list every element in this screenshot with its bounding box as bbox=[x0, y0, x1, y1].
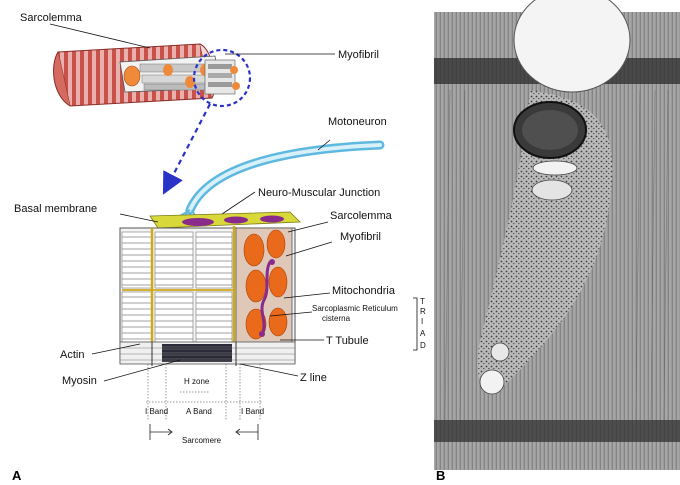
label-i-band-right: I Band bbox=[241, 407, 264, 416]
triad-letter-a: A bbox=[420, 329, 426, 338]
label-cisterna: cisterna bbox=[322, 314, 351, 323]
panel-b-micrograph: B bbox=[434, 0, 680, 483]
sarcomere-block bbox=[120, 212, 300, 366]
label-a-band: A Band bbox=[186, 407, 212, 416]
triad-letter-i: I bbox=[421, 317, 423, 326]
label-basal-membrane: Basal membrane bbox=[14, 203, 97, 215]
label-t-tubule: T Tubule bbox=[326, 335, 369, 347]
label-z-line: Z line bbox=[300, 372, 327, 384]
label-myofibril-top: Myofibril bbox=[338, 49, 379, 61]
label-sarcomere: Sarcomere bbox=[182, 436, 222, 445]
label-sarcoplasmic-reticulum: Sarcoplasmic Reticulum bbox=[312, 304, 398, 313]
triad-letter-d: D bbox=[420, 341, 426, 350]
panel-letter-a: A bbox=[12, 468, 22, 483]
triad-letter-t: T bbox=[420, 297, 425, 306]
label-myosin: Myosin bbox=[62, 375, 97, 387]
label-actin: Actin bbox=[60, 349, 84, 361]
label-motoneuron: Motoneuron bbox=[328, 116, 387, 128]
zoom-arrow bbox=[168, 104, 210, 185]
muscle-fiber-cylinder bbox=[54, 44, 250, 106]
label-sarcolemma: Sarcolemma bbox=[330, 210, 393, 222]
triad-letter-r: R bbox=[420, 307, 426, 316]
label-mitochondria: Mitochondria bbox=[332, 285, 396, 297]
panel-a: Sarcolemma Myofibril Motoneuron Neuro-Mu… bbox=[12, 12, 426, 483]
label-i-band-left: I Band bbox=[145, 407, 168, 416]
label-sarcolemma-top: Sarcolemma bbox=[20, 12, 83, 24]
label-neuromuscular-junction: Neuro-Muscular Junction bbox=[258, 187, 380, 199]
triad-bracket: T R I A D bbox=[413, 297, 426, 350]
label-myofibril: Myofibril bbox=[340, 231, 381, 243]
panel-letter-b: B bbox=[436, 468, 445, 483]
motoneuron-axon bbox=[180, 145, 380, 220]
label-h-zone: H zone bbox=[184, 377, 210, 386]
